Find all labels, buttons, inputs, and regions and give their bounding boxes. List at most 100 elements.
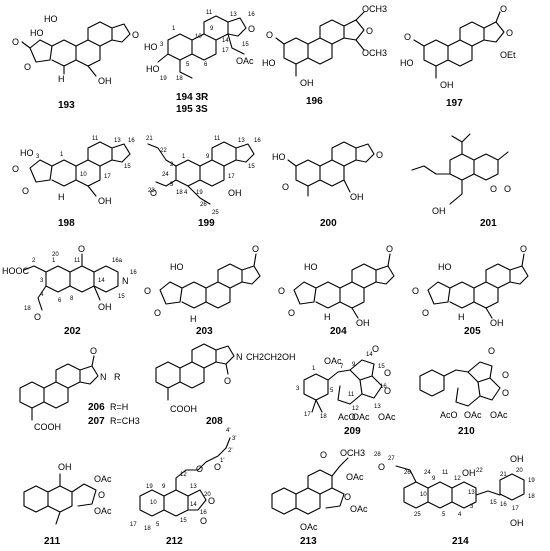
compound-id: 213 bbox=[300, 536, 317, 547]
compound-id: 205 bbox=[464, 326, 481, 337]
compound-209: OAc OAc OAc AcO O O O 1 3 5 7 9 11 12 13… bbox=[296, 344, 396, 437]
furan-o-label: O bbox=[248, 24, 255, 34]
ring-o-label: O bbox=[98, 490, 105, 500]
hydroxyl-label: OH bbox=[98, 76, 112, 86]
compound-id: 212 bbox=[166, 536, 183, 547]
atom-number: 20 bbox=[52, 252, 59, 258]
furan-o-label: O bbox=[132, 30, 139, 40]
ester-o-label: O bbox=[196, 464, 203, 474]
atom-number: 11 bbox=[214, 136, 221, 142]
carbonyl-o-label: O bbox=[412, 286, 419, 296]
compound-id: 211 bbox=[44, 536, 61, 547]
acetoxy-label: OAc bbox=[490, 410, 508, 420]
atom-number: 14 bbox=[98, 278, 105, 284]
hydroxyl-label: OH bbox=[228, 188, 242, 198]
ring-o-label: O bbox=[502, 388, 509, 398]
atom-number: 17 bbox=[228, 174, 235, 180]
methoxy-label: OCH3 bbox=[362, 4, 387, 14]
acetoxy-label: OAc bbox=[94, 474, 112, 484]
atom-number: 13 bbox=[374, 404, 381, 410]
hydroxyl-label: HO bbox=[44, 14, 58, 24]
hydroxyl-label: HO bbox=[438, 262, 452, 272]
atom-number: 18 bbox=[24, 306, 31, 312]
compound-id: 193 bbox=[58, 100, 75, 111]
hydroxyl-label: OH bbox=[300, 78, 314, 88]
ring-o-label: O bbox=[506, 28, 513, 38]
carboxyl-label: HOOC bbox=[2, 266, 30, 276]
atom-number: 14 bbox=[190, 502, 197, 508]
carbonyl-o-label: O bbox=[224, 376, 231, 386]
atom-number: 24 bbox=[424, 470, 431, 476]
compound-id: 203 bbox=[196, 326, 213, 337]
atom-number: 5 bbox=[442, 512, 446, 518]
compound-id: 208 bbox=[206, 416, 223, 427]
carbonyl-o-label: O bbox=[488, 346, 495, 356]
atom-number: 22 bbox=[160, 148, 167, 154]
carbonyl-o-label: O bbox=[12, 164, 19, 174]
compound-201: OH O O 201 bbox=[411, 133, 511, 229]
methoxy-label: OCH3 bbox=[362, 48, 387, 58]
carbonyl-o-label: O bbox=[78, 244, 85, 254]
carbonyl-o-label: O bbox=[200, 516, 207, 526]
atom-number: 15 bbox=[248, 164, 255, 170]
hydroxyl-label: HO bbox=[146, 64, 160, 74]
atom-number: 13 bbox=[190, 484, 197, 490]
carbonyl-o-label: O bbox=[282, 182, 289, 192]
atom-number: 3 bbox=[36, 154, 40, 160]
atom-number: 1 bbox=[182, 154, 186, 160]
ring-o-label: O bbox=[366, 26, 373, 36]
compound-210: O O O AcO OAc OAc 210 bbox=[419, 346, 509, 437]
compound-214: O OH OH OH 3 4 5 9 10 11 12 13 15 16 17 … bbox=[374, 452, 535, 547]
compound-213: OCH3 O OAc OAc OAc O 213 bbox=[271, 448, 368, 547]
compound-197: O HO OH OEt O O 197 bbox=[400, 4, 516, 109]
hydroxyl-label: OH bbox=[510, 454, 524, 464]
compound-id: 206 bbox=[88, 402, 105, 413]
compound-id: 214 bbox=[452, 536, 469, 547]
atom-number: 2' bbox=[228, 448, 232, 454]
carbonyl-o-label: O bbox=[500, 4, 507, 14]
atom-number: 18 bbox=[176, 190, 183, 196]
carbonyl-o-label: O bbox=[320, 450, 327, 460]
hydroxyl-label: HO bbox=[262, 58, 276, 68]
acetoxy-label: OAc bbox=[352, 412, 370, 422]
atom-number: 15 bbox=[242, 42, 249, 48]
hydrogen-label: H bbox=[58, 192, 65, 202]
atom-number: 18 bbox=[320, 414, 327, 420]
hydroxyl-label: OH bbox=[462, 468, 476, 478]
compound-id: 198 bbox=[58, 218, 75, 229]
acetoxy-label: OAc bbox=[464, 410, 482, 420]
acetoxy-label: OAc bbox=[378, 412, 396, 422]
atom-number: 19 bbox=[160, 76, 167, 82]
compound-208: N O CH2CH2OH COOH 208 bbox=[155, 343, 296, 427]
atom-number: 16 bbox=[500, 502, 507, 508]
hydrogen-label: H bbox=[458, 312, 465, 322]
atom-number: 26 bbox=[200, 202, 207, 208]
carbonyl-o-label: O bbox=[278, 286, 285, 296]
hydroxyl-label: OH bbox=[510, 518, 524, 528]
carbonyl-o-label: O bbox=[520, 244, 527, 254]
compound-id: 209 bbox=[344, 426, 361, 437]
carbonyl-o-label: O bbox=[34, 312, 41, 322]
compound-id: 210 bbox=[458, 426, 475, 437]
compound-205: HO O O OH O H 205 bbox=[412, 244, 529, 337]
hydroxyl-label: OH bbox=[490, 318, 504, 328]
atom-number: 3 bbox=[160, 42, 164, 48]
compound-196: O HO OH OCH3 OCH3 O 196 bbox=[262, 4, 387, 107]
atom-number: 19 bbox=[528, 478, 535, 484]
carbonyl-o-label: O bbox=[386, 244, 393, 254]
compound-id: 202 bbox=[64, 326, 81, 337]
acetoxy-label: AcO bbox=[338, 412, 356, 422]
atom-number: 20 bbox=[516, 468, 523, 474]
acetoxy-label: OAc bbox=[94, 506, 112, 516]
compound-204: HO O O OH O H 204 bbox=[278, 244, 395, 337]
atom-number: 23 bbox=[148, 188, 155, 194]
atom-number: 16 bbox=[130, 270, 137, 276]
atom-number: 5 bbox=[186, 62, 190, 68]
atom-number: 4' bbox=[226, 428, 230, 434]
atom-number: 26 bbox=[404, 470, 411, 476]
atom-number: 11 bbox=[348, 392, 355, 398]
compound-id: 199 bbox=[198, 218, 215, 229]
hydroxyl-label: HO bbox=[20, 148, 34, 158]
compound-id: 195 3S bbox=[176, 104, 208, 115]
